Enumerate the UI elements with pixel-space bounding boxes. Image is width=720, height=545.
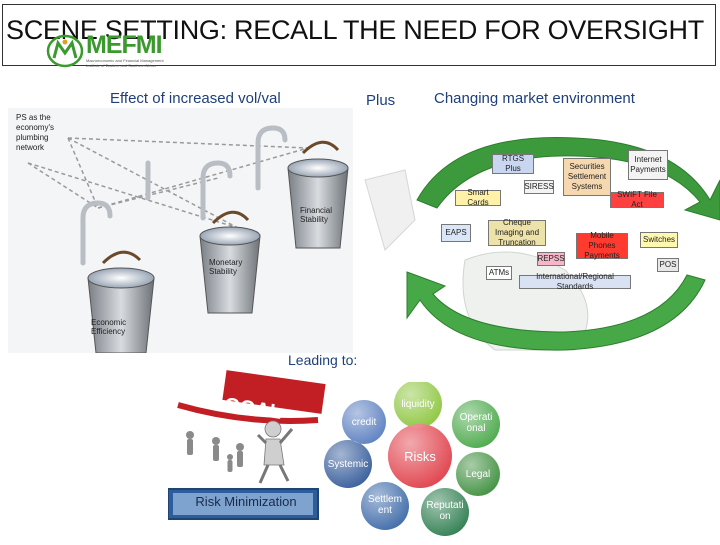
market-item-internet-payments: Internet Payments bbox=[628, 150, 668, 180]
logo-tagline: Macroeconomic and Financial Management I… bbox=[86, 58, 186, 68]
heading-plus: Plus bbox=[366, 92, 396, 109]
bucket-financial-stability bbox=[287, 140, 349, 249]
market-item-siress: SIRESS bbox=[524, 180, 554, 194]
market-item-atms: ATMs bbox=[486, 266, 512, 280]
market-item-pos: POS bbox=[657, 258, 679, 272]
title-frame bbox=[2, 4, 716, 66]
market-item-securities-settlement: Securities Settlement Systems bbox=[563, 158, 611, 196]
market-item-eaps: EAPS bbox=[441, 224, 471, 242]
leading-to-label: Leading to: bbox=[288, 352, 358, 368]
goal-race-image bbox=[167, 365, 332, 521]
mefmi-logo bbox=[46, 34, 84, 68]
market-item-smart-cards: Smart Cards bbox=[455, 188, 501, 207]
market-item-intl-standards: International/Regional Standards bbox=[519, 272, 631, 291]
bucket-economic-efficiency bbox=[87, 250, 155, 354]
bucket-label-economic: Economic Efficiency bbox=[91, 318, 127, 336]
market-item-rtgs-plus: RTGS Plus bbox=[492, 154, 534, 174]
risk-bubble-legal: Legal bbox=[466, 469, 490, 480]
slide-title: SCENE SETTING: RECALL THE NEED FOR OVERS… bbox=[6, 15, 704, 45]
logo-emblem-icon bbox=[46, 34, 84, 68]
heading-right: Changing market environment bbox=[434, 90, 635, 107]
bucket-monetary-stability bbox=[199, 210, 261, 314]
market-item-switches: Switches bbox=[640, 232, 678, 248]
logo-tagline-line1: Macroeconomic and Financial Management bbox=[86, 58, 164, 63]
market-item-mobile-payments: Mobile Phones Payments bbox=[576, 231, 628, 260]
market-item-swift-file-act: SWIFT File Act bbox=[610, 190, 664, 209]
plumbing-diagram bbox=[8, 108, 353, 354]
market-item-cheque-imaging: Cheque Imaging and Truncation bbox=[488, 218, 546, 247]
logo-wordmark: MEFMI bbox=[86, 31, 163, 59]
bucket-label-monetary: Monetary Stability bbox=[209, 258, 243, 276]
heading-left: Effect of increased vol/val bbox=[110, 90, 281, 107]
risk-minimization-caption: Risk Minimization bbox=[195, 494, 297, 509]
bucket-label-financial: Financial Stability bbox=[300, 206, 333, 224]
risk-bubble-liquidity: liquidity bbox=[401, 399, 434, 410]
risk-center: Risks bbox=[404, 449, 436, 464]
risk-bubble-systemic: Systemic bbox=[328, 459, 369, 470]
goal-illustration bbox=[167, 365, 332, 521]
ps-network-label: PS as the economy's plumbing network bbox=[16, 113, 54, 152]
market-item-repss: REPSS bbox=[537, 252, 565, 266]
logo-tagline-line2: Institute of Eastern and Southern Africa bbox=[86, 63, 156, 68]
risk-bubble-credit: credit bbox=[352, 417, 377, 428]
plumbing-illustration bbox=[8, 108, 353, 354]
